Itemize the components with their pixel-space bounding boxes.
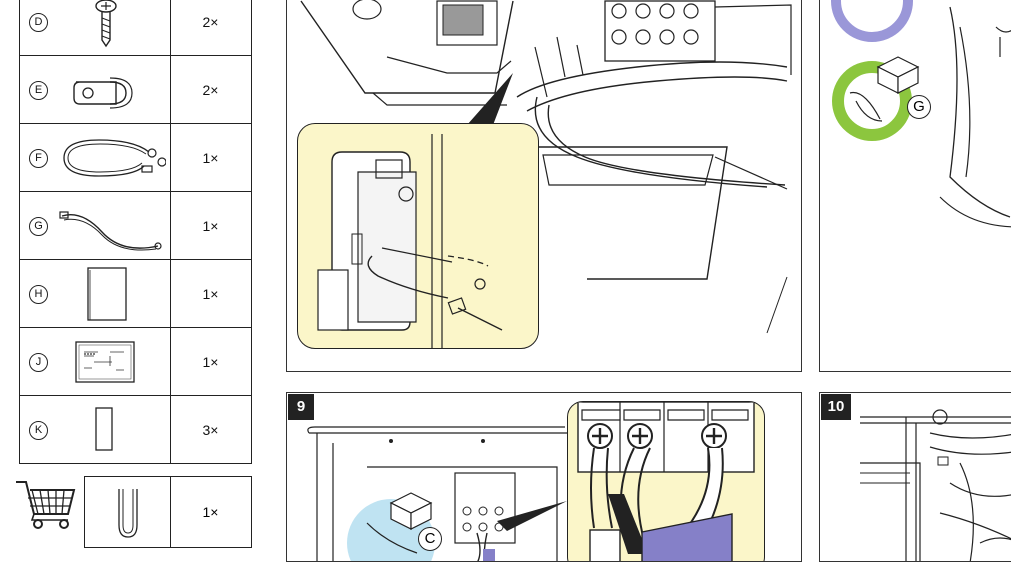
step-8-illustration [286, 0, 802, 372]
cable-clamp-icon [73, 77, 133, 109]
part-image-cell: H [20, 260, 171, 327]
terminal-screws-drawing [577, 402, 755, 561]
part-letter: J [29, 352, 48, 372]
parts-row-g: G 1× [19, 192, 252, 260]
part-quantity: 2× [202, 13, 219, 30]
step-10-illustration: 10 [819, 392, 1011, 562]
part-quantity: 1× [202, 504, 219, 520]
parts-row-k: K 3× [19, 396, 252, 464]
screw-icon [95, 0, 117, 48]
part-image-cell: J [20, 328, 171, 395]
part-letter: H [29, 284, 48, 304]
part-letter: F [29, 148, 48, 168]
part-image-cell: E [20, 56, 171, 123]
part-letter: E [29, 80, 48, 100]
unit-interior-drawing [300, 0, 792, 334]
grounding-wire-icon [63, 139, 166, 177]
part-quantity: 2× [202, 81, 219, 98]
shopping-cart-icon [16, 481, 76, 529]
part-quantity: 1× [202, 353, 219, 370]
parts-row-f: F 1× [19, 124, 252, 192]
detail-callout [297, 123, 539, 349]
parts-row-j: J 1× [19, 328, 252, 396]
step-number: 9 [288, 394, 314, 420]
part-quantity: 3× [202, 421, 219, 438]
manual-icon [87, 267, 127, 321]
callout-c-label: C [418, 527, 442, 551]
part-quantity: 1× [202, 149, 219, 166]
part-image-cell: D [20, 0, 171, 55]
part-letter: G [29, 216, 48, 236]
step-9-illustration: 9 C [286, 392, 802, 562]
part-image-cell: G [20, 192, 171, 259]
terminal-wiring-drawing [307, 426, 570, 561]
part-letter: K [29, 420, 48, 440]
part-image-cell: F [20, 124, 171, 191]
optional-part-row: 1× [84, 476, 252, 548]
part-image-cell: K [20, 396, 171, 463]
parts-row-d: D 2× [19, 0, 252, 56]
terminal-detail-callout [567, 401, 765, 561]
step-8-right-illustration: G [819, 0, 1011, 372]
part-image-cell [85, 477, 171, 547]
unit-assembly-drawing [860, 409, 1011, 561]
cable-tie-icon [59, 211, 162, 251]
step-number: 10 [821, 394, 851, 420]
parts-row-h: H 1× [19, 260, 252, 328]
cable-tie-detail-drawing [317, 134, 503, 348]
part-quantity: 1× [202, 285, 219, 302]
cable-loop-icon [118, 489, 138, 538]
part-letter: D [29, 12, 48, 32]
strip-icon [95, 407, 113, 451]
parts-row-e: E 2× [19, 56, 252, 124]
callout-g-label: G [907, 95, 931, 119]
accessory-bag-drawing [831, 0, 1011, 228]
label-sheet-icon [75, 341, 135, 383]
part-quantity: 1× [202, 217, 219, 234]
